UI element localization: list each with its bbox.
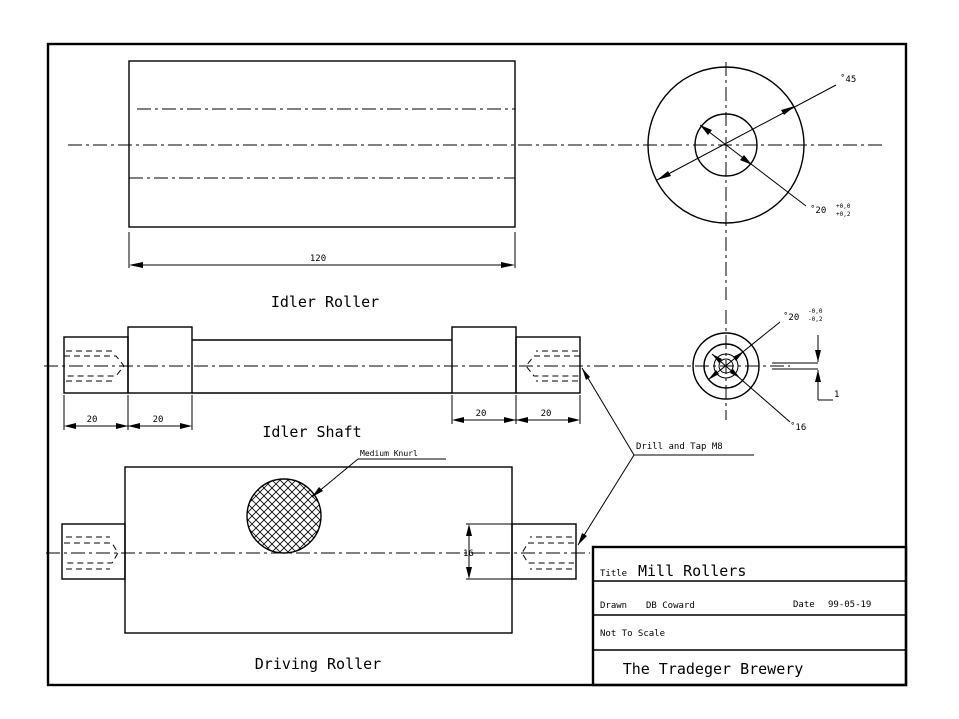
title-value: Mill Rollers [638, 562, 746, 580]
shaft-dim-b: 20 [153, 415, 164, 425]
idler-roller-body [128, 60, 516, 228]
shaft-dia-20-dim: ˚20 [783, 312, 799, 323]
shaft-dia-20-tol-upper: -0,0 [808, 308, 823, 315]
driving-roller-label: Driving Roller [255, 655, 381, 673]
date-value: 99-05-19 [828, 600, 871, 610]
knurl-note: Medium Knurl [360, 449, 418, 458]
shaft-dim-a: 20 [87, 415, 98, 425]
idler-roller-front-view: 120 Idler Roller [128, 60, 516, 311]
idler-roller-label: Idler Roller [271, 293, 379, 311]
idler-shaft-left-collar [127, 326, 193, 394]
right-tapped-hole [525, 355, 580, 377]
shaft-dim-c: 20 [476, 409, 487, 419]
idler-roller-end-view: ˚45 ˚20 +0,0 +0,2 [647, 62, 856, 300]
idler-roller-length-dim: 120 [310, 254, 326, 264]
shaft-dim-d: 20 [541, 409, 552, 419]
knurl-area [246, 478, 322, 554]
shaft-dia-16-dim: ˚16 [790, 422, 806, 433]
shaft-flat-dim: 1 [834, 390, 839, 400]
left-tapped-hole [64, 355, 125, 377]
idler-shaft-right-collar [451, 326, 517, 394]
shaft-collar-circle [692, 332, 760, 400]
drawn-value: DB Coward [646, 601, 695, 611]
shaft-body-circle [703, 343, 749, 389]
driving-roller-left-shaft [61, 523, 126, 580]
idler-shaft-label: Idler Shaft [262, 423, 361, 441]
outer-dia-dim: ˚45 [840, 74, 856, 85]
idler-shaft-end-view: ˚20 -0,0 -0,2 ˚16 1 [670, 308, 839, 433]
drill-tap-note: Drill and Tap M8 [577, 367, 754, 546]
drawing-border [46, 42, 908, 687]
inner-dia-dim: ˚20 [810, 205, 826, 216]
date-label: Date [793, 600, 815, 610]
title-block: Title Mill Rollers Drawn DB Coward Date … [591, 545, 908, 687]
outer-dia-leader [656, 84, 837, 181]
shaft-dia-20-tol-lower: -0,2 [808, 316, 823, 323]
drawn-label: Drawn [600, 601, 627, 611]
drill-tap-note-text: Drill and Tap M8 [636, 442, 723, 452]
scale-note: Not To Scale [600, 629, 665, 639]
company-name: The Tradeger Brewery [623, 660, 804, 678]
idler-shaft-right-end [515, 336, 581, 394]
driving-roller-right-shaft [511, 523, 577, 580]
inner-dia-leader [699, 124, 807, 207]
idler-roller-inner-circle [694, 113, 758, 177]
idler-shaft-left-end [63, 336, 129, 394]
driving-roller-view: Medium Knurl 16 Driving Roller [46, 449, 590, 673]
idler-roller-outer-circle [647, 66, 805, 224]
inner-dia-tol-lower: +0,2 [836, 211, 851, 218]
driving-roller-dia-dim: 16 [463, 549, 474, 559]
title-label: Title [600, 569, 627, 579]
inner-dia-tol-upper: +0,0 [836, 203, 851, 210]
idler-shaft-view: 20 20 20 20 Idler Shaft [44, 326, 690, 441]
shaft-tapped-hole-circle [713, 353, 739, 379]
